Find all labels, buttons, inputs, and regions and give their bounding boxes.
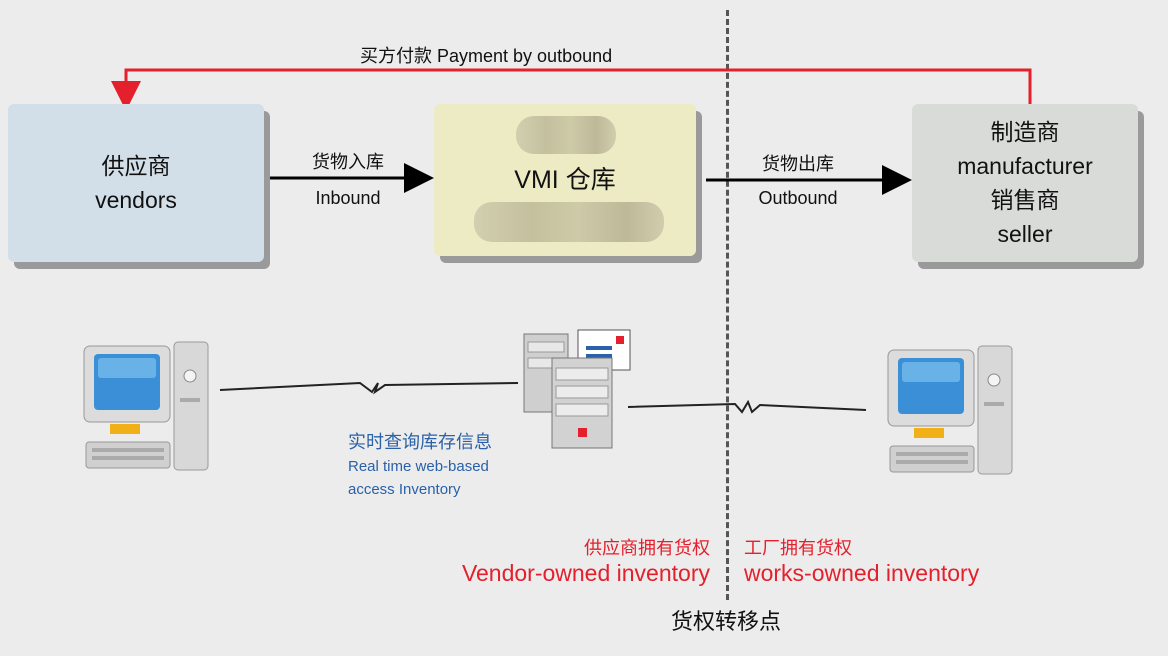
outbound-label-en: Outbound: [758, 188, 838, 208]
works-owned-label-en: works-owned inventory: [744, 560, 980, 586]
transfer-point-label: 货权转移点: [670, 609, 782, 634]
realtime-label-en-2: access Inventory: [348, 481, 461, 498]
seller-label-cn: 销售商: [990, 187, 1060, 213]
vendors-label-en: vendors: [95, 187, 177, 213]
vendors-label-cn: 供应商: [101, 153, 171, 179]
client-computer-icon: [887, 345, 1013, 475]
vmi-warehouse-label: VMI 仓库: [514, 166, 616, 194]
server-icon: [523, 329, 631, 449]
lightning-link-icon: [219, 381, 519, 395]
client-computer-icon: [83, 341, 209, 471]
manufacturer-box: 制造商 manufacturer 销售商 seller: [912, 104, 1138, 262]
works-owned-label-cn: 工厂拥有货权: [744, 538, 852, 558]
vendors-box: 供应商 vendors: [8, 104, 264, 262]
outbound-label-cn: 货物出库: [762, 154, 834, 174]
lightning-link-icon: [627, 399, 867, 414]
realtime-label-cn: 实时查询库存信息: [348, 432, 492, 452]
seller-label-en: seller: [997, 221, 1053, 247]
inbound-label-cn: 货物入库: [312, 152, 384, 172]
payment-label: 买方付款 Payment by outbound: [360, 46, 613, 66]
blurred-text: [516, 116, 616, 154]
inbound-label-en: Inbound: [315, 188, 381, 208]
vendor-owned-label-en: Vendor-owned inventory: [461, 560, 710, 586]
manufacturer-label-cn: 制造商: [990, 119, 1060, 145]
realtime-label-en-1: Real time web-based: [348, 458, 489, 475]
vmi-warehouse-box: VMI 仓库: [434, 104, 696, 256]
blurred-text: [474, 202, 664, 242]
vendor-owned-label-cn: 供应商拥有货权: [584, 538, 710, 558]
manufacturer-label-en: manufacturer: [957, 153, 1093, 179]
transfer-divider-line: [726, 10, 729, 600]
red-arrow-icon: [111, 68, 1032, 111]
